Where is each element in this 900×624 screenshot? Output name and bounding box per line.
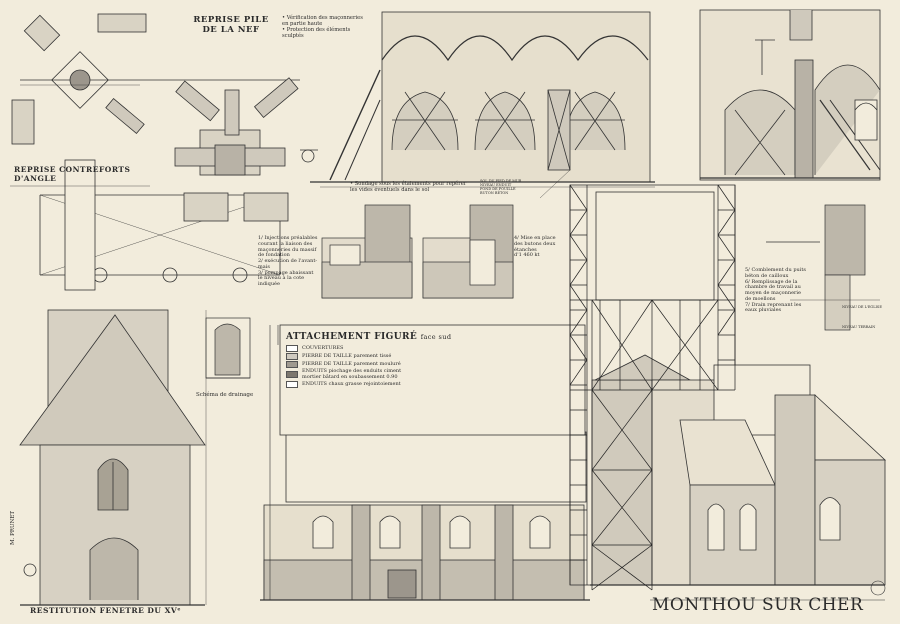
pile-title: REPRISE PILE DE LA NEF (193, 15, 269, 35)
pillar-plan (10, 13, 318, 291)
drainage-title: Schéma de drainage (196, 392, 254, 398)
architect-signature: M. PRUNET (10, 510, 16, 545)
legend-label: COUVERTURES (302, 345, 344, 351)
nave-vault-elevation (310, 11, 655, 199)
right-notes: 5/ Comblement du puits béton de cailloux… (745, 267, 806, 314)
attachment-legend: ATTACHEMENT FIGURÉ face sud COUVERTURES … (286, 332, 486, 388)
vault-notes: • Vérification des maçonneries en partie… (282, 15, 363, 39)
window-title: RESTITUTION FENETRE DU XVᵉ (30, 606, 182, 615)
legend-label: PIERRE DE TAILLE parement mouluré (302, 361, 401, 367)
transverse-section (699, 9, 881, 181)
main-title: MONTHOU SUR CHER (652, 595, 864, 615)
foundation-sections (321, 204, 880, 331)
section-small-note: SOL DU PIED DE MUR NIVEAU ENDUIT FOND DE… (480, 179, 522, 195)
scaffold-grid (569, 184, 736, 591)
corner-title: REPRISE CONTREFORTS D'ANGLE (14, 165, 131, 183)
legend-item: COUVERTURES (286, 344, 486, 352)
window-restitution (19, 309, 207, 606)
attachment-title: ATTACHEMENT FIGURÉ (286, 332, 418, 342)
drainage-sketch (205, 317, 251, 379)
legend-item: ENDUITS piochage des enduits ciment mort… (286, 368, 486, 380)
legend-swatch (286, 380, 298, 388)
sondage-note: • Sondage sous les étaiements pour repér… (350, 181, 467, 193)
legend-list: COUVERTURES PIERRE DE TAILLE parement ti… (286, 344, 486, 388)
level-note-church: NIVEAU DE L'EGLISE (842, 305, 882, 309)
legend-swatch (286, 370, 298, 378)
injections-note: 1/ Injections préalables courant la liai… (258, 235, 318, 287)
level-note-ground: NIVEAU TERRAIN (842, 325, 876, 329)
legend-label: ENDUITS chaux grasse rejointoiement (302, 381, 401, 387)
legend-item: PIERRE DE TAILLE parement mouluré (286, 360, 486, 368)
legend-label: ENDUITS piochage des enduits ciment mort… (302, 368, 402, 380)
legend-label: PIERRE DE TAILLE parement tissé (302, 353, 392, 359)
legend-swatch (286, 360, 298, 368)
attachment-subtitle: face sud (420, 333, 452, 341)
legend-item: ENDUITS chaux grasse rejointoiement (286, 380, 486, 388)
buttress-note: 4/ Mise en place des butons deux étanche… (514, 235, 556, 259)
legend-swatch (286, 344, 298, 352)
tower-scaffolding (569, 184, 887, 586)
legend-swatch (286, 352, 298, 360)
south-facade (260, 324, 590, 601)
north-arrow-icon (870, 580, 886, 596)
legend-item: PIERRE DE TAILLE parement tissé (286, 352, 486, 360)
